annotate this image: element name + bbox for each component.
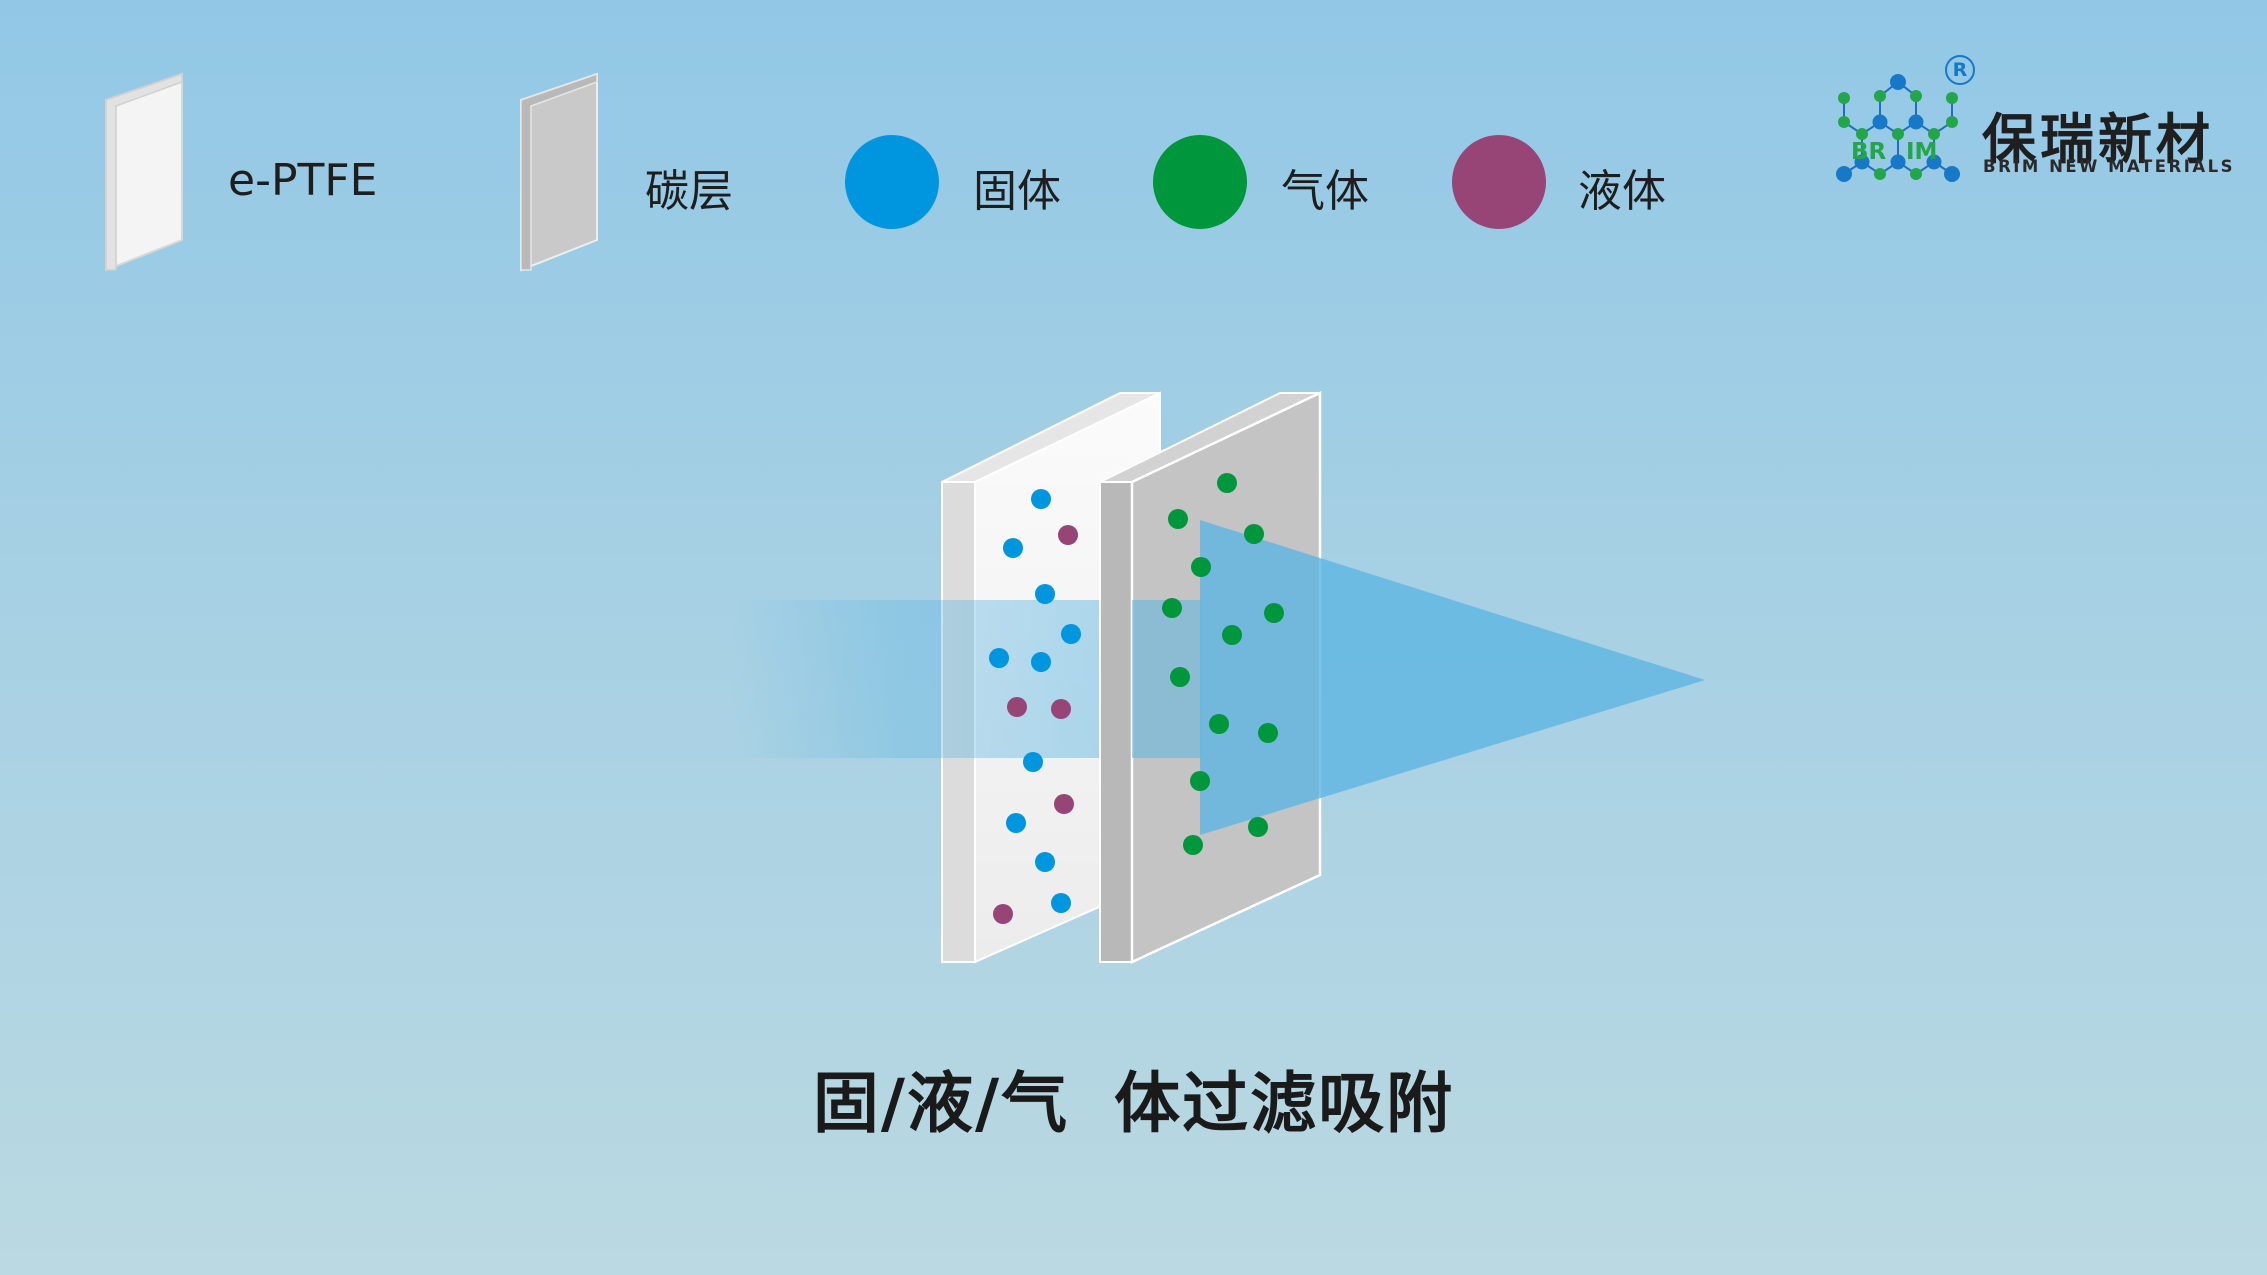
brand-subtitle: BRIM NEW MATERIALS: [1983, 157, 2236, 176]
gas-dot-icon: [1153, 135, 1247, 229]
flow-arrow-head: [1200, 520, 1705, 835]
liquid-dot-icon: [1452, 135, 1546, 229]
solid-dot-icon: [845, 135, 939, 229]
solid-label: 固体: [973, 166, 1061, 217]
gas-particles: [1162, 473, 1284, 855]
brand-name: 保瑞新材: [1982, 108, 2214, 171]
brim-logo-icon: [1836, 74, 1960, 182]
flow-arrow-band: [1132, 600, 1202, 758]
logo-letters-br: BR: [1851, 139, 1887, 165]
solid-particles: [989, 489, 1081, 913]
diagram-caption: 固/液/气 体过滤吸附: [812, 1065, 1455, 1142]
carbon-label: 碳层: [645, 166, 733, 217]
eptfe-panel-icon: [105, 72, 183, 272]
eptfe-label: e-PTFE: [228, 155, 378, 206]
carbon-panel-icon: [520, 72, 598, 272]
logo-letters-im: IM: [1906, 139, 1938, 165]
registered-mark-icon: R: [1945, 55, 1975, 85]
gas-label: 气体: [1281, 166, 1369, 217]
liquid-particles: [993, 525, 1078, 924]
liquid-label: 液体: [1578, 166, 1666, 217]
